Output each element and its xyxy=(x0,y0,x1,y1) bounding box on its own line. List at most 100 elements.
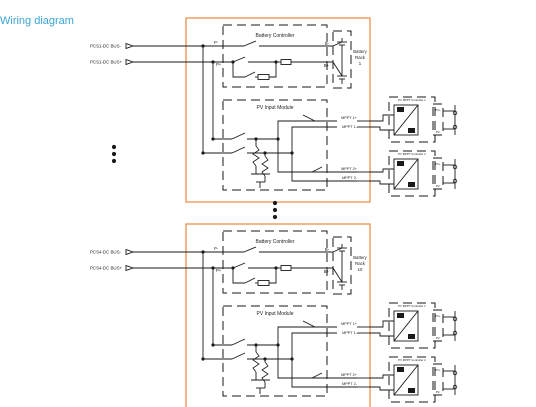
ellipsis-dot xyxy=(111,144,117,150)
pv-string-connector xyxy=(452,330,458,336)
pcs-bus-minus-label: PCS1-DC BUS- xyxy=(90,44,122,49)
pv-terminal-box xyxy=(432,363,444,396)
wire xyxy=(311,166,323,173)
pv-terminal-box xyxy=(432,309,444,342)
pv-mppt-controller-box xyxy=(388,96,436,143)
resistor xyxy=(257,280,270,286)
pcs-bus-minus-label: PCS4-DC BUS- xyxy=(90,250,122,255)
junction-dot xyxy=(201,151,205,155)
wire xyxy=(252,351,260,373)
wire xyxy=(332,267,343,283)
battery-controller-label: Battery Controller xyxy=(256,239,295,245)
pv-mppt-controller-box xyxy=(388,150,436,197)
wire xyxy=(277,345,357,379)
b-plus-label: B+ xyxy=(324,269,330,274)
pv-minus-label: PV- xyxy=(436,336,441,340)
junction-dot xyxy=(211,343,215,347)
wire xyxy=(231,132,246,140)
battery-rack-box xyxy=(332,236,352,295)
battery-rack-label: Battery xyxy=(353,49,367,54)
wire xyxy=(232,62,245,78)
pv-plus-label: PV+ xyxy=(435,162,441,166)
bus-arrow xyxy=(125,248,135,256)
wire xyxy=(370,180,394,185)
pv-input-module-label: PV Input Module xyxy=(257,105,294,111)
pv-mppt-controller-label: PV MPPT Controller 2 xyxy=(398,152,426,156)
mppt1-plus-label: MPPT 1+ xyxy=(341,116,358,120)
fuse xyxy=(280,265,292,271)
wire xyxy=(232,262,246,269)
bus-arrow xyxy=(125,58,135,66)
ellipsis-dot xyxy=(272,207,278,213)
wire xyxy=(269,268,277,284)
battery-controller-label: Battery Controller xyxy=(256,33,295,39)
battery-controller-box xyxy=(222,24,328,88)
pv-string-connector xyxy=(452,370,458,376)
wire xyxy=(393,310,419,342)
ellipsis-dot xyxy=(111,151,117,157)
converter-icon xyxy=(397,107,404,112)
wire xyxy=(243,40,257,47)
wire xyxy=(291,359,357,388)
bus-arrow xyxy=(125,264,135,272)
wire xyxy=(370,168,394,173)
junction-dot xyxy=(263,357,267,361)
junction-dot xyxy=(254,137,258,141)
ellipsis-dot xyxy=(272,200,278,206)
wire xyxy=(302,320,316,328)
junction-dot xyxy=(263,151,267,155)
converter-icon xyxy=(408,334,415,339)
mppt1-minus-label: MPPT 1- xyxy=(342,331,358,335)
wire xyxy=(332,247,343,253)
pv-plus-label: PV+ xyxy=(435,108,441,112)
wire xyxy=(261,155,269,177)
ellipsis-dot xyxy=(111,158,117,164)
bus-arrow xyxy=(125,42,135,50)
pv-mppt-controller-box xyxy=(388,356,436,403)
diagram-title: Wiring diagram xyxy=(0,15,74,27)
junction-dot xyxy=(201,357,205,361)
mppt1-plus-label: MPPT 1+ xyxy=(341,322,358,326)
wire xyxy=(370,126,394,131)
pv-mppt-controller-label: PV MPPT Controller 1 xyxy=(398,98,426,102)
pv-plus-label: PV+ xyxy=(435,314,441,318)
battery-rack-label: Rack xyxy=(355,261,366,266)
pv-input-module-box xyxy=(222,305,328,397)
mppt2-plus-label: MPPT 2+ xyxy=(341,373,358,377)
battery-rack-label: Rack xyxy=(355,55,366,60)
junction-dot xyxy=(254,343,258,347)
pv-string-connector xyxy=(452,178,458,184)
pv-plus-label: PV+ xyxy=(435,368,441,372)
wire xyxy=(231,338,246,346)
mppt2-plus-label: MPPT 2+ xyxy=(341,167,358,171)
resistor xyxy=(257,74,270,80)
battery-rack-label: 1 xyxy=(359,61,362,66)
mppt2-minus-label: MPPT 2- xyxy=(342,382,358,386)
pcs-bus-plus-label: PCS1-DC BUS+ xyxy=(90,60,123,65)
pv-input-module-box xyxy=(222,99,328,191)
pv-string-connector xyxy=(452,316,458,322)
pv-string-connector xyxy=(452,110,458,116)
wire xyxy=(370,114,394,122)
b-minus-label: B- xyxy=(325,41,330,46)
wire xyxy=(332,61,343,77)
b-plus-label: B+ xyxy=(324,63,330,68)
junction-dot xyxy=(211,137,215,141)
converter-icon xyxy=(408,182,415,187)
wire xyxy=(393,158,419,190)
p-minus-label: P- xyxy=(214,246,219,251)
pv-minus-label: PV- xyxy=(436,184,441,188)
converter-icon xyxy=(397,367,404,372)
wire xyxy=(269,62,277,78)
wire xyxy=(277,120,337,139)
converter-icon xyxy=(408,128,415,133)
wire xyxy=(232,56,246,63)
pv-mppt-controller-label: PV MPPT Controller 2 xyxy=(398,358,426,362)
unit-group: Battery Controller PV Input Module Battery… xyxy=(90,17,458,203)
wire xyxy=(231,352,246,360)
pv-string-connector xyxy=(452,384,458,390)
cabinet-frame xyxy=(185,17,371,203)
battery-rack-label: 10 xyxy=(358,267,363,272)
